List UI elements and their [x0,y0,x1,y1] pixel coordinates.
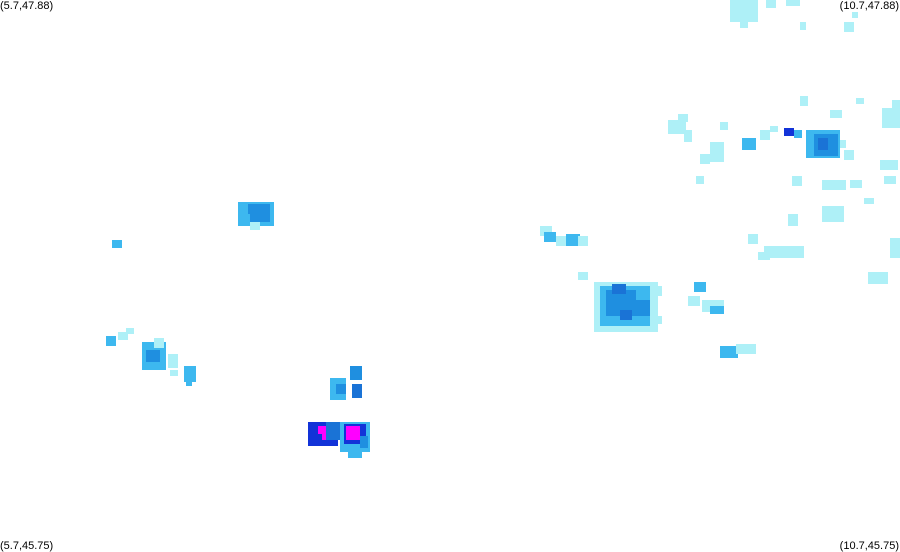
precip-pixel [710,306,724,314]
precip-pixel [346,426,360,440]
precip-pixel [720,122,728,130]
precip-pixel [348,446,362,458]
precip-pixel [578,272,588,280]
precip-pixel [118,332,128,340]
precip-pixel [840,140,846,148]
precip-pixel [884,176,896,184]
precip-pixel [786,0,800,6]
precip-pixel [892,100,900,108]
precip-pixel [720,346,738,358]
precip-pixel [822,180,846,190]
precip-pixel [852,12,858,18]
precip-pixel [578,236,588,246]
precip-pixel [784,128,794,136]
precip-pixel [792,176,802,186]
precip-pixel [742,138,756,150]
precip-pixel [556,236,568,246]
precip-pixel [800,96,808,106]
precip-pixel [882,108,900,128]
precip-pixel [700,154,710,164]
precip-pixel [880,160,898,170]
precip-pixel [730,0,758,22]
precip-pixel [830,110,842,118]
precip-pixel [336,384,346,394]
precip-pixel [890,238,900,258]
corner-label-top-right: (10.7,47.88) [839,0,899,12]
precip-pixel [248,204,270,222]
corner-label-bottom-left: (5.7,45.75) [0,540,54,552]
precip-pixel [620,310,632,320]
precip-pixel [312,434,322,444]
corner-label-bottom-right: (10.7,45.75) [839,540,899,552]
corner-label-top-left: (5.7,47.88) [0,0,54,12]
precip-pixel [740,20,748,28]
precip-pixel [788,214,798,226]
precip-pixel [696,176,704,184]
precip-pixel [352,384,362,398]
precip-pixel [830,212,842,222]
precip-pixel [544,232,556,242]
precip-pixel [654,316,662,324]
precip-pixel [818,138,828,150]
precip-pixel [668,120,686,134]
precip-pixel [612,284,626,294]
precip-pixel [250,222,260,230]
precip-pixel [112,240,122,248]
precip-pixel [748,234,758,244]
precip-pixel [710,142,724,162]
precip-pixel [652,286,662,296]
precip-pixel [856,98,864,104]
precip-pixel [106,336,116,346]
precip-pixel [126,328,134,334]
precip-pixel [850,180,862,188]
precip-pixel [694,282,706,292]
precip-pixel [844,22,854,32]
precip-pixel [326,422,342,440]
precip-pixel [684,130,692,142]
precip-pixel [770,126,778,132]
precip-pixel [184,366,196,382]
precip-pixel [168,354,178,368]
precip-pixel [350,366,362,380]
precip-pixel [766,0,776,8]
precip-pixel [844,150,854,160]
precip-pixel [758,252,770,260]
precip-pixel [186,380,192,386]
precip-pixel [688,296,700,306]
precip-pixel [634,300,650,316]
precip-pixel [146,350,160,362]
precip-pixel [238,214,250,224]
precip-pixel [800,22,806,30]
precip-pixel [794,130,802,138]
precip-pixel [736,344,756,354]
precip-pixel [360,436,368,448]
precipitation-cells [106,0,900,458]
precip-pixel [566,234,580,246]
precip-pixel [760,130,770,140]
precip-pixel [170,370,178,376]
precip-pixel [540,226,552,236]
precip-pixel [868,272,888,284]
precip-pixel [678,114,688,122]
precip-pixel [764,246,804,258]
precip-pixel [154,338,164,348]
precip-pixel [864,198,874,204]
